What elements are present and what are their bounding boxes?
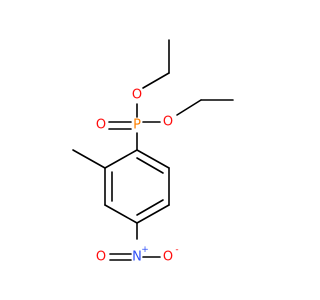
charge-n: + [141,245,149,255]
bond-c6-c1-inner [136,157,164,174]
bond-c1-c2 [104,149,138,169]
bond-c4-c5 [136,204,170,224]
bond-o-ch2-up [142,72,170,89]
bond-o-ch2-right [176,99,202,116]
molecule-structure: P O O O N + O O - [72,39,234,265]
charge-o-nitro: - [175,245,178,255]
atom-p: P [133,118,141,133]
atom-o-ester-right: O [163,115,173,130]
atom-o-nitro-right: O [163,250,173,265]
atom-o-double: O [96,118,106,133]
bonds [72,39,234,261]
bond-c6-c1 [136,149,170,169]
bond-methyl [72,149,106,169]
atom-labels: P O O O N + O O - [96,88,179,265]
atom-o-nitro-left: O [96,250,106,265]
bond-c3-c4 [104,204,138,224]
atom-n: N [132,250,142,265]
bond-c4-c5-inner [136,199,164,216]
atom-o-ester-up: O [132,88,142,103]
